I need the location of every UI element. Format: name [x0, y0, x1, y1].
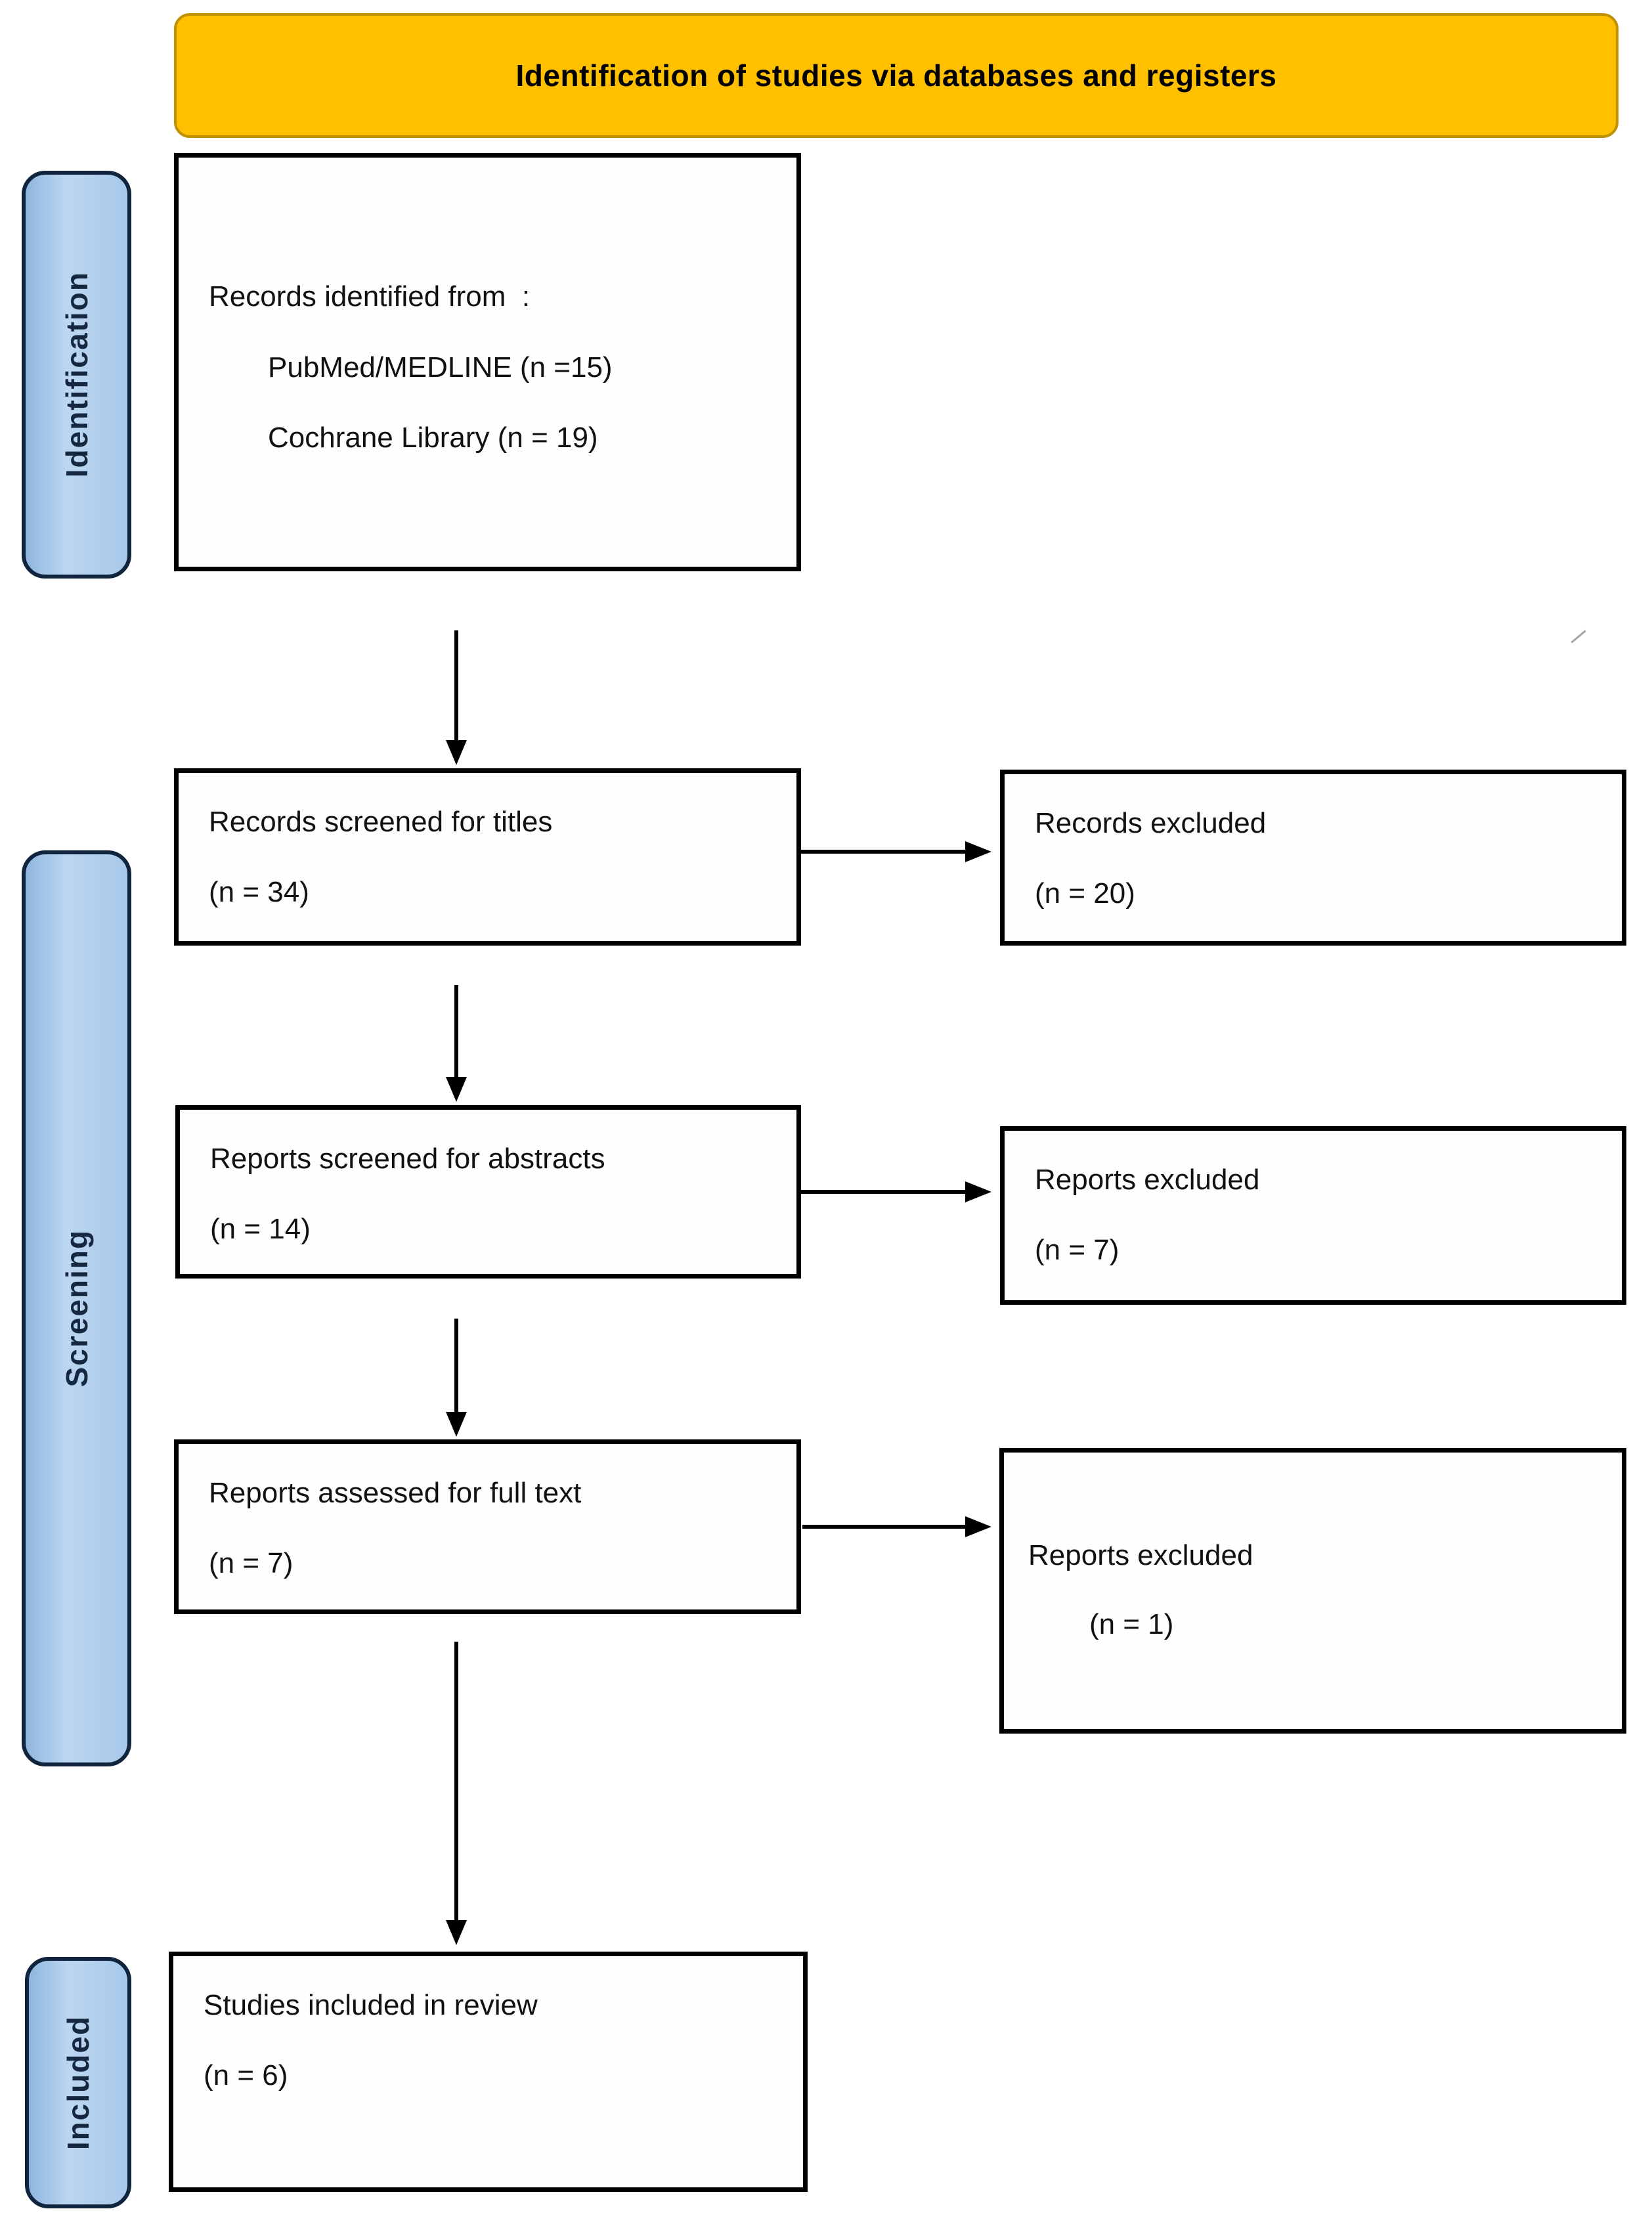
- arrowhead-down-icon: [446, 740, 467, 765]
- diagram-title-banner: Identification of studies via databases …: [174, 13, 1619, 138]
- box-studies-included-count: (n = 6): [204, 2059, 288, 2091]
- box-reports-screened: Reports screened for abstracts (n = 14): [175, 1105, 801, 1279]
- stage-pill-screening: Screening: [22, 850, 131, 1766]
- box-reports-excluded-abstracts-count: (n = 7): [1035, 1234, 1119, 1266]
- box-records-identified-line: Records identified from :: [209, 280, 531, 313]
- box-reports-assessed: Reports assessed for full text (n = 7): [174, 1439, 801, 1614]
- stage-label-identification: Identification: [59, 271, 94, 478]
- arrow-line-fulltext-to-included: [454, 1642, 458, 1920]
- box-records-identified-source-pubmed: PubMed/MEDLINE (n =15): [268, 351, 613, 383]
- box-records-excluded-count: (n = 20): [1035, 877, 1135, 909]
- box-records-excluded: Records excluded (n = 20): [1000, 770, 1626, 946]
- box-records-excluded-line: Records excluded: [1035, 807, 1267, 839]
- box-reports-screened-count: (n = 14): [210, 1213, 311, 1245]
- box-reports-excluded-fulltext: Reports excluded (n = 1): [999, 1448, 1626, 1734]
- arrow-line-screened-to-abstracts: [454, 985, 458, 1077]
- arrow-line-abstracts-to-reports-excluded: [801, 1190, 965, 1194]
- arrow-line-abstracts-to-fulltext: [454, 1319, 458, 1412]
- arrow-line-screened-to-records-excluded: [801, 850, 965, 854]
- box-records-screened-count: (n = 34): [209, 876, 309, 908]
- stray-mark: [1571, 630, 1586, 644]
- box-reports-excluded-abstracts-line: Reports excluded: [1035, 1164, 1260, 1196]
- arrowhead-down-icon: [446, 1077, 467, 1102]
- box-records-screened: Records screened for titles (n = 34): [174, 768, 801, 946]
- arrowhead-right-icon: [965, 841, 991, 862]
- box-records-screened-line: Records screened for titles: [209, 806, 553, 838]
- stage-label-screening: Screening: [59, 1229, 94, 1388]
- box-studies-included: Studies included in review (n = 6): [169, 1952, 808, 2192]
- box-reports-assessed-count: (n = 7): [209, 1547, 293, 1579]
- box-reports-excluded-fulltext-count: (n = 1): [1089, 1608, 1174, 1640]
- arrowhead-down-icon: [446, 1412, 467, 1437]
- arrowhead-down-icon: [446, 1920, 467, 1945]
- box-records-identified: Records identified from : PubMed/MEDLINE…: [174, 153, 801, 571]
- stage-label-included: Included: [61, 2015, 95, 2151]
- arrow-line-identified-to-screened: [454, 630, 458, 740]
- arrow-line-fulltext-to-reports-excluded: [802, 1525, 965, 1529]
- diagram-title: Identification of studies via databases …: [515, 58, 1277, 93]
- box-reports-assessed-line: Reports assessed for full text: [209, 1477, 582, 1509]
- box-records-identified-source-cochrane: Cochrane Library (n = 19): [268, 422, 598, 454]
- box-reports-screened-line: Reports screened for abstracts: [210, 1143, 605, 1175]
- box-reports-excluded-abstracts: Reports excluded (n = 7): [1000, 1126, 1626, 1305]
- box-reports-excluded-fulltext-line: Reports excluded: [1028, 1539, 1253, 1571]
- arrowhead-right-icon: [965, 1516, 991, 1537]
- arrowhead-right-icon: [965, 1181, 991, 1202]
- stage-pill-included: Included: [25, 1957, 131, 2208]
- stage-pill-identification: Identification: [22, 171, 131, 579]
- box-studies-included-line: Studies included in review: [204, 1989, 538, 2021]
